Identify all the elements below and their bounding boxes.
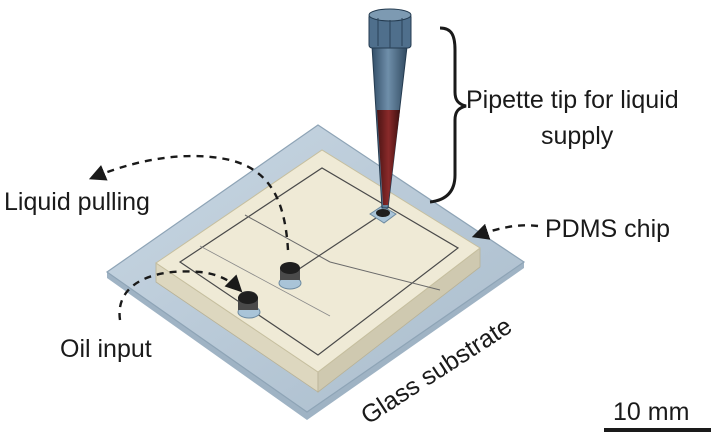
scale-bar-label: 10 mm — [613, 398, 689, 426]
pdms-chip-label: PDMS chip — [545, 215, 670, 243]
liquid-pulling-port — [278, 262, 302, 290]
pdms-chip-top — [155, 149, 481, 373]
liquid-pulling-label: Liquid pulling — [4, 188, 150, 216]
scale-bar: 10 mm — [604, 398, 711, 432]
pipette-tip — [368, 8, 412, 209]
liquid-supply-port — [369, 205, 397, 224]
liquid-pulling-arrow — [88, 154, 290, 251]
channel-outline — [178, 167, 460, 356]
pipette-tip-rim — [368, 8, 412, 22]
channel-split-line — [329, 261, 441, 291]
channel-inner-line-1 — [199, 245, 331, 317]
pipette-label-line1: Pipette tip for liquid — [466, 86, 679, 114]
channel-inner-line-2 — [244, 214, 331, 263]
pdms-chip-arrow — [471, 223, 539, 240]
oil-input-arrow — [118, 270, 243, 321]
pipette-brace — [429, 26, 467, 204]
pdms-chip — [155, 149, 481, 393]
oil-input-port — [237, 291, 261, 319]
channel-main-line — [289, 213, 383, 276]
pipette-label-line2: supply — [541, 122, 614, 150]
oil-input-label: Oil input — [60, 335, 152, 363]
pipette-liquid — [377, 110, 400, 205]
